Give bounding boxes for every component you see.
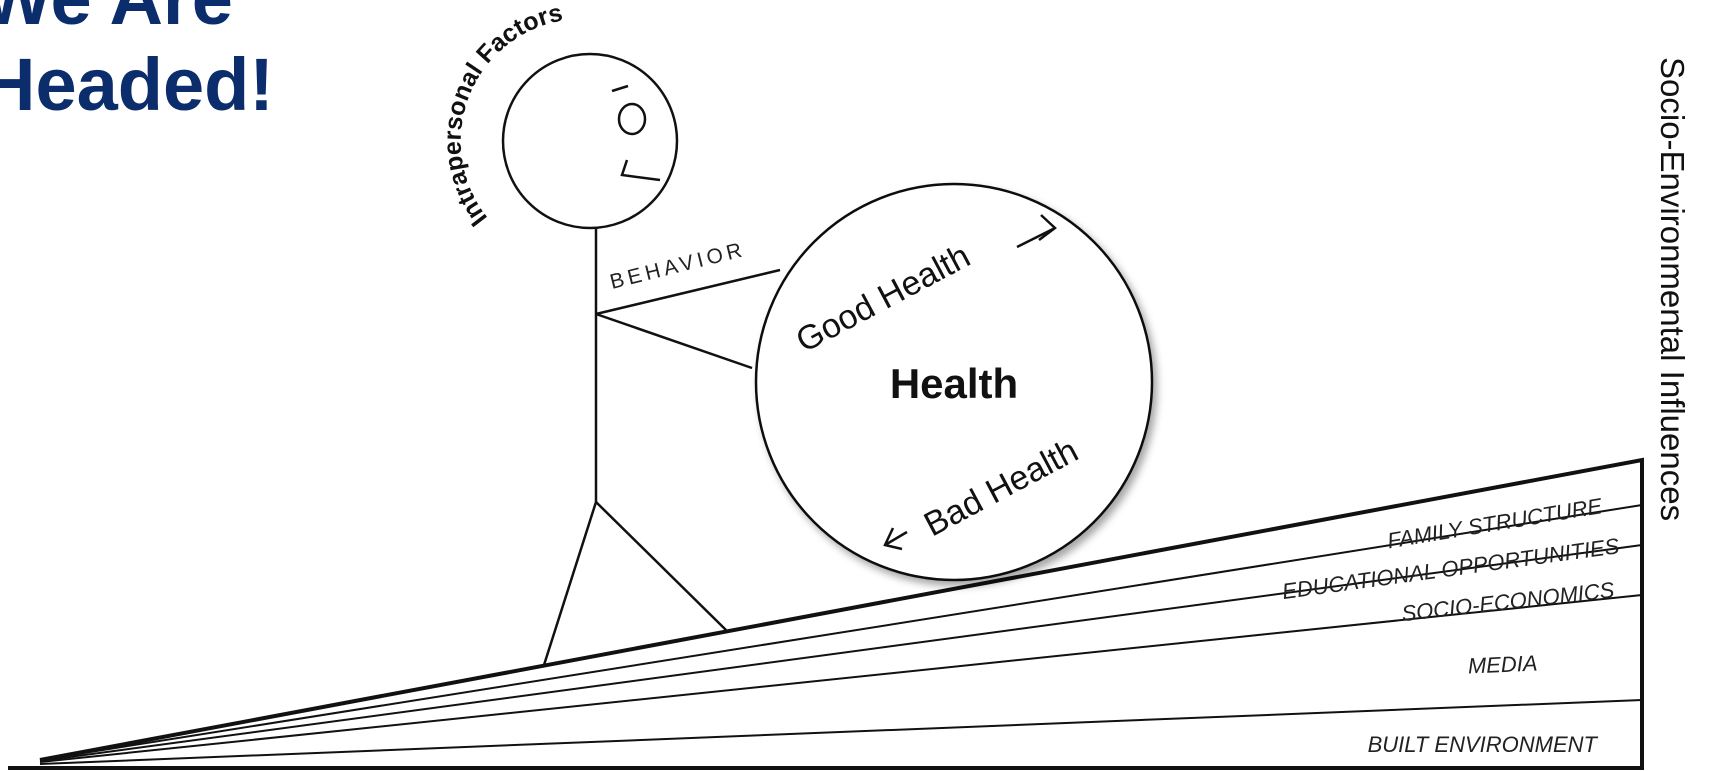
figure-eyebrow (612, 86, 628, 91)
figure-head (503, 54, 677, 228)
health-ball-center-label: Health (890, 360, 1018, 407)
layer-label-media: MEDIA (1467, 650, 1538, 678)
socio-environmental-influences-label: Socio-Environmental Influences (1654, 57, 1691, 521)
layer-label-socio-economics: SOCIO-ECONOMICS (1400, 577, 1616, 626)
figure-leg-right (596, 502, 726, 630)
figure-arm-lower (596, 314, 752, 368)
figure-leg-left (544, 502, 596, 665)
behavior-label: BEHAVIOR (608, 238, 748, 294)
intrapersonal-factors-label: Intrapersonal Factors (439, 0, 565, 231)
figure-mouth (622, 160, 660, 180)
health-ball: Health Good Health Bad Health (756, 184, 1152, 580)
layer-label-built-environment: BUILT ENVIRONMENT (1368, 732, 1599, 757)
stick-figure: Intrapersonal Factors BEHAVIOR (439, 0, 780, 665)
figure-eye (619, 104, 645, 134)
